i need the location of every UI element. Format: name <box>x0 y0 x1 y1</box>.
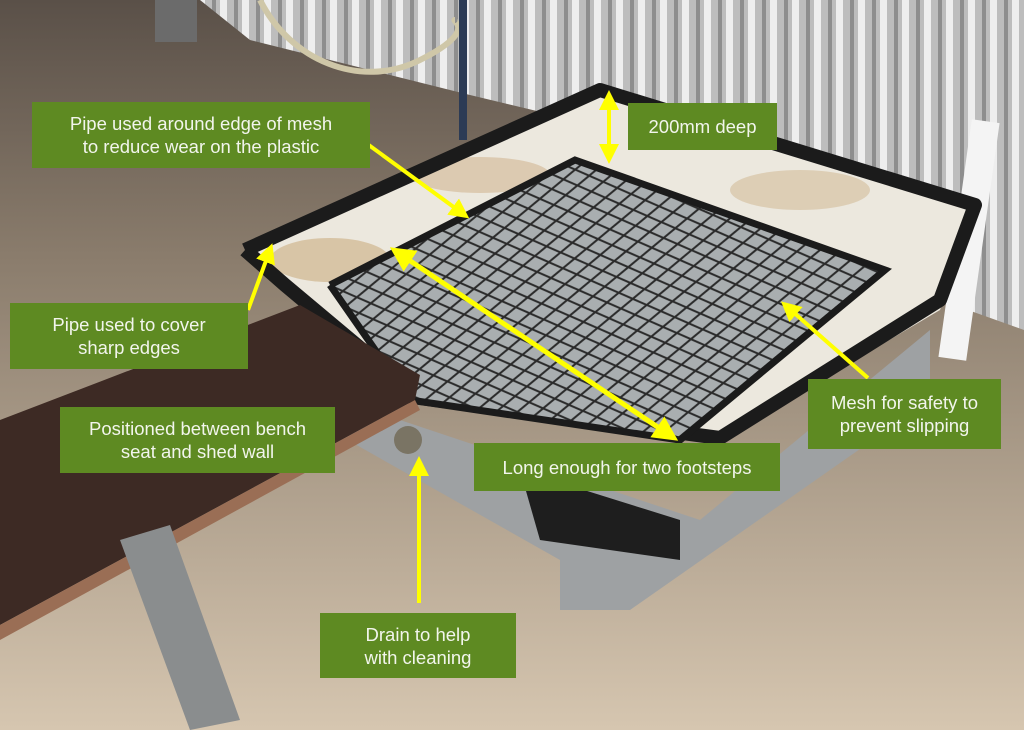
arrow-pipe-sharp-edges <box>246 243 275 311</box>
label-depth: 200mm deep <box>628 103 777 150</box>
label-line: Drain to help <box>365 623 471 645</box>
label-line: 200mm deep <box>648 116 757 137</box>
label-line: Mesh for safety to <box>830 392 979 413</box>
label-line: Pipe used around edge of mesh <box>69 113 333 134</box>
arrow-footsteps <box>389 247 679 441</box>
label-line: with cleaning <box>364 646 472 668</box>
label-line: Pipe used to cover <box>52 314 206 335</box>
arrow-mesh-safety <box>780 301 870 380</box>
label-line: Long enough for two footsteps <box>502 456 752 478</box>
label-line: Positioned between bench <box>88 418 307 439</box>
label-footsteps: Long enough for two footsteps <box>474 443 780 491</box>
label-line: to reduce wear on the plastic <box>82 136 320 157</box>
label-line: sharp edges <box>78 337 180 358</box>
label-line: seat and shed wall <box>120 441 275 462</box>
label-line: prevent slipping <box>839 415 970 436</box>
arrow-pipe-edge-mesh <box>353 133 470 219</box>
